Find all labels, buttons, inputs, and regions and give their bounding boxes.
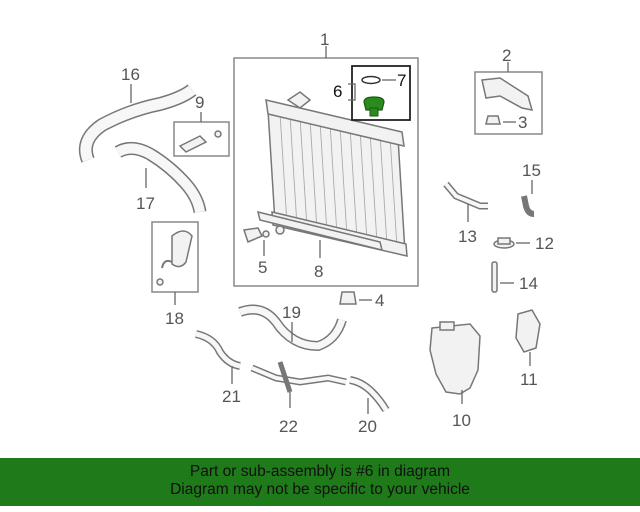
siphon-tube[interactable] (521, 195, 535, 217)
radiator-cap[interactable] (363, 96, 385, 117)
thermo-switch[interactable] (178, 130, 222, 153)
callout-16[interactable]: 16 (121, 65, 140, 84)
callout-4[interactable]: 4 (375, 291, 384, 310)
info-banner: Part or sub-assembly is #6 in diagram Di… (0, 458, 640, 506)
callout-7[interactable]: 7 (397, 71, 406, 90)
cap-sub-box (351, 65, 411, 121)
vent-tube[interactable] (491, 261, 498, 293)
callout-20[interactable]: 20 (358, 417, 377, 436)
grommet[interactable] (493, 237, 515, 249)
callout-9[interactable]: 9 (195, 93, 204, 112)
callout-13[interactable]: 13 (458, 227, 477, 246)
callout-8[interactable]: 8 (314, 262, 323, 281)
cap-o-ring[interactable] (361, 75, 381, 85)
parts-diagram: 1 8 5 (78, 30, 554, 436)
callout-2[interactable]: 2 (502, 46, 511, 65)
water-pipe[interactable] (250, 361, 347, 393)
banner-line-1: Part or sub-assembly is #6 in diagram (189, 463, 451, 480)
lower-radiator-bracket[interactable] (256, 210, 384, 252)
callout-15[interactable]: 15 (522, 161, 541, 180)
callout-14[interactable]: 14 (519, 274, 538, 293)
callout-6[interactable]: 6 (333, 82, 342, 101)
callout-17[interactable]: 17 (136, 194, 155, 213)
reserve-tank[interactable] (429, 321, 481, 395)
callout-11[interactable]: 11 (520, 370, 538, 389)
callout-18[interactable]: 18 (165, 309, 184, 328)
mount-bushing[interactable] (339, 291, 357, 305)
air-guide[interactable] (481, 77, 534, 111)
callout-12[interactable]: 12 (535, 234, 554, 253)
callout-1[interactable]: 1 (320, 30, 329, 49)
callout-19[interactable]: 19 (282, 303, 301, 322)
callout-5[interactable]: 5 (258, 258, 267, 277)
callout-21[interactable]: 21 (222, 387, 241, 406)
clip-3[interactable] (485, 115, 501, 125)
callout-22[interactable]: 22 (279, 417, 298, 436)
callout-10[interactable]: 10 (452, 411, 471, 430)
callout-3[interactable]: 3 (518, 113, 527, 132)
water-outlet[interactable] (156, 230, 193, 286)
radiator[interactable] (265, 91, 408, 257)
tank-bracket[interactable] (515, 309, 541, 353)
banner-line-2: Diagram may not be specific to your vehi… (170, 481, 470, 498)
drain-plug[interactable] (243, 225, 285, 244)
